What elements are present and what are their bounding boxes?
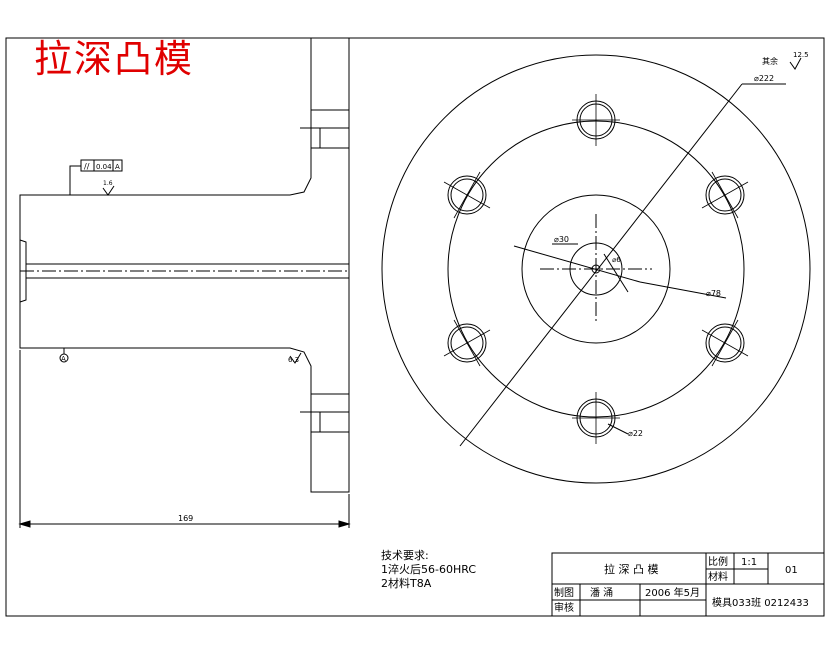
drawing-title: 拉深凸模 [34, 37, 195, 81]
surface-finish-bottom: 6.3 [288, 356, 299, 364]
dia-22-label: ⌀22 [628, 429, 643, 438]
tb-sheet-number: 01 [785, 565, 798, 576]
dia-30-label: ⌀30 [554, 235, 569, 244]
tb-date: 2006 年5月 [645, 586, 700, 599]
surface-finish-corner: 12.5 [793, 51, 809, 59]
technical-requirements: 技术要求: 1淬火后56-60HRC 2材料T8A [381, 549, 476, 591]
dia-6-label: ⌀6 [612, 256, 621, 264]
side-view [18, 38, 802, 528]
front-view [381, 54, 811, 484]
tech-req-heading: 技术要求: [381, 549, 429, 562]
rest-note: 其余 [762, 56, 778, 66]
overall-length-dim: 169 [178, 514, 193, 523]
flatness-datum: A [115, 163, 120, 171]
dia-outer-label: ⌀222 [754, 74, 774, 83]
tech-req-item-2: 2材料T8A [381, 577, 432, 590]
tb-drawn-by: 潘 涌 [590, 587, 613, 599]
tb-scale-label: 比例 [708, 555, 728, 568]
tech-req-item-1: 1淬火后56-60HRC [381, 563, 477, 576]
tb-scale-value: 1:1 [741, 557, 757, 568]
title-block [551, 552, 825, 617]
tb-part-name: 拉 深 凸 模 [604, 562, 659, 576]
datum-a-label: A [61, 355, 66, 363]
flatness-symbol: // [84, 162, 90, 171]
surface-finish-top: 1.6 [103, 180, 113, 187]
tb-class-info: 模具033班 0212433 [712, 597, 809, 609]
drawing-border [5, 37, 825, 617]
dia-78-label: ⌀78 [706, 289, 721, 298]
tb-material-label: 材料 [708, 570, 728, 583]
tb-drawn-label: 制图 [554, 586, 574, 599]
tb-checked-label: 审核 [554, 601, 574, 614]
flatness-value: 0.04 [96, 163, 112, 171]
